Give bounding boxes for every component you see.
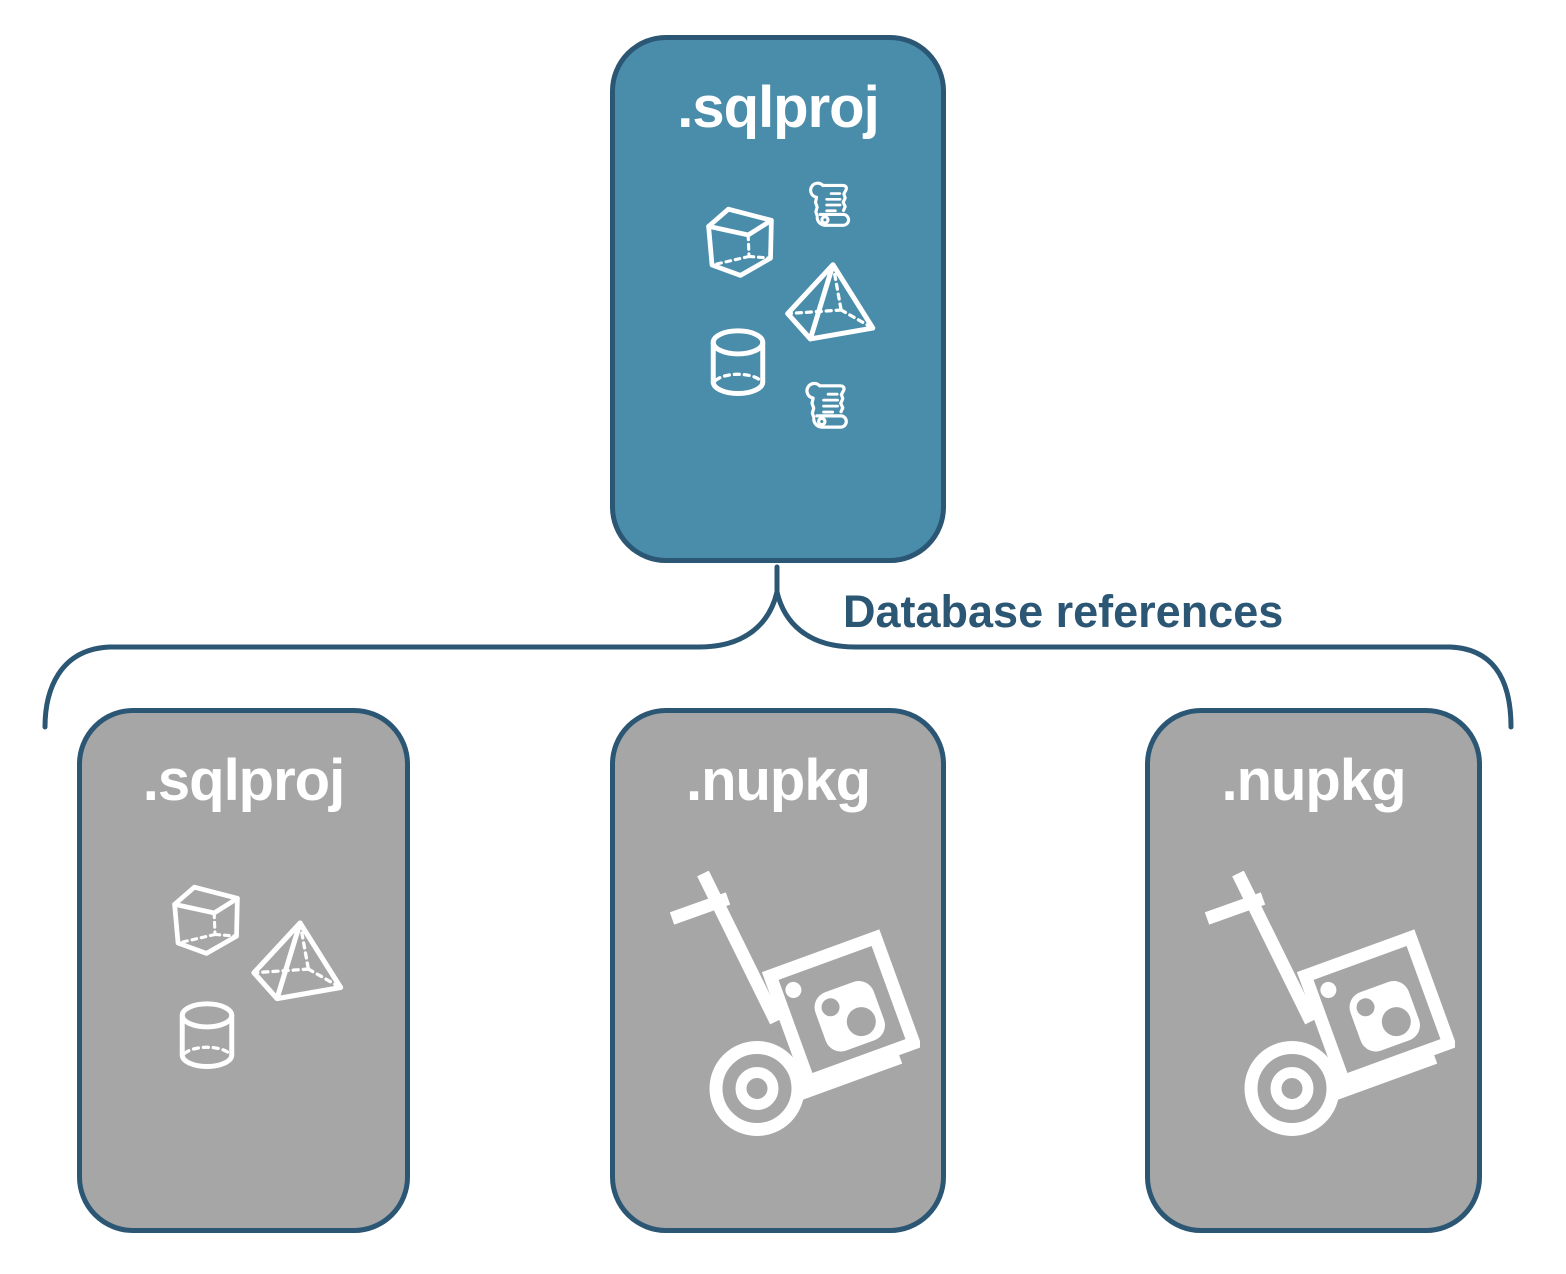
pyramid-icon xyxy=(775,262,881,348)
root-node-label: .sqlproj xyxy=(677,75,879,140)
cube-icon xyxy=(700,203,786,285)
cube-icon xyxy=(166,881,252,963)
script-scroll-icon xyxy=(805,381,848,429)
cylinder-icon xyxy=(705,323,771,403)
child-node-label: .sqlproj xyxy=(142,748,345,813)
pyramid-icon xyxy=(242,919,348,1009)
script-scroll-icon xyxy=(809,181,851,227)
cylinder-icon xyxy=(174,995,240,1077)
child-node-nupkg-1: .nupkg xyxy=(610,708,946,1233)
child-node-label: .nupkg xyxy=(1221,748,1406,813)
child-node-label: .nupkg xyxy=(685,748,871,813)
child-node-sqlproj: .sqlproj xyxy=(77,708,410,1233)
root-node-sqlproj: .sqlproj xyxy=(610,35,946,563)
hand-truck-package-icon xyxy=(670,871,920,1137)
child-node-nupkg-2: .nupkg xyxy=(1145,708,1482,1233)
connector-label: Database references xyxy=(843,586,1284,637)
hand-truck-package-icon xyxy=(1205,871,1455,1137)
